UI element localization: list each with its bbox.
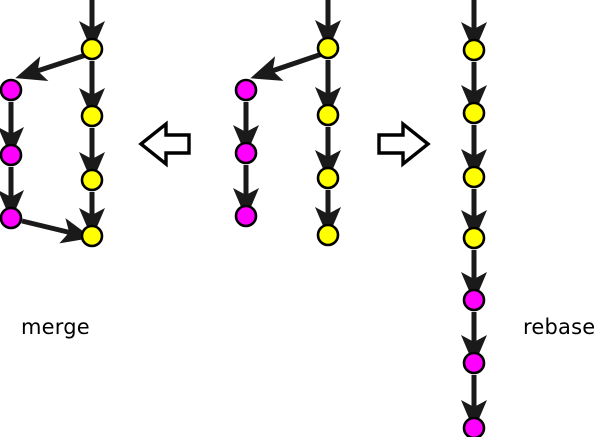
commit-node-m-main-3[interactable] — [80, 168, 104, 192]
commit-node-o-feat-2[interactable] — [234, 141, 258, 165]
panel-original — [233, 0, 341, 247]
commit-node-o-main-3[interactable] — [316, 166, 340, 190]
commit-node-r-feat-1[interactable] — [462, 288, 486, 312]
edges-original — [233, 0, 341, 238]
commit-node-o-main-1[interactable] — [316, 36, 340, 60]
edge-m-main-1-to-m-feat-1 — [15, 52, 87, 82]
commit-node-m-feat-2[interactable] — [0, 143, 23, 167]
nodes-merge-result — [0, 37, 104, 248]
rebase-label: rebase — [523, 315, 596, 339]
commit-node-r-feat-2[interactable] — [462, 351, 486, 375]
commit-node-o-main-2[interactable] — [316, 103, 340, 127]
commit-node-m-feat-3[interactable] — [0, 206, 23, 230]
panel-rebase-result — [461, 0, 487, 437]
merge-label: merge — [21, 315, 90, 339]
nodes-rebase-result — [462, 38, 486, 437]
commit-node-o-feat-1[interactable] — [234, 78, 258, 102]
commit-node-m-main-1[interactable] — [80, 37, 104, 61]
arrow-to-rebase-icon — [377, 120, 431, 168]
commit-node-r-main-1[interactable] — [462, 38, 486, 62]
commit-node-m-main-2[interactable] — [80, 104, 104, 128]
edges-merge-result — [0, 0, 105, 244]
commit-node-r-main-3[interactable] — [462, 165, 486, 189]
panel-merge-result — [0, 0, 105, 248]
edge-o-main-1-to-o-feat-1 — [250, 51, 323, 81]
commit-node-r-main-2[interactable] — [462, 101, 486, 125]
nodes-original — [234, 36, 340, 247]
commit-node-o-feat-3[interactable] — [234, 204, 258, 228]
commit-node-m-main-4[interactable] — [80, 224, 104, 248]
arrow-to-merge-icon — [138, 120, 191, 168]
commit-node-r-feat-3[interactable] — [462, 416, 486, 437]
commit-node-r-main-4[interactable] — [462, 226, 486, 250]
commit-node-o-main-4[interactable] — [316, 223, 340, 247]
commit-node-m-feat-1[interactable] — [0, 78, 23, 102]
edge-m-feat-3-to-m-main-4 — [21, 218, 93, 244]
